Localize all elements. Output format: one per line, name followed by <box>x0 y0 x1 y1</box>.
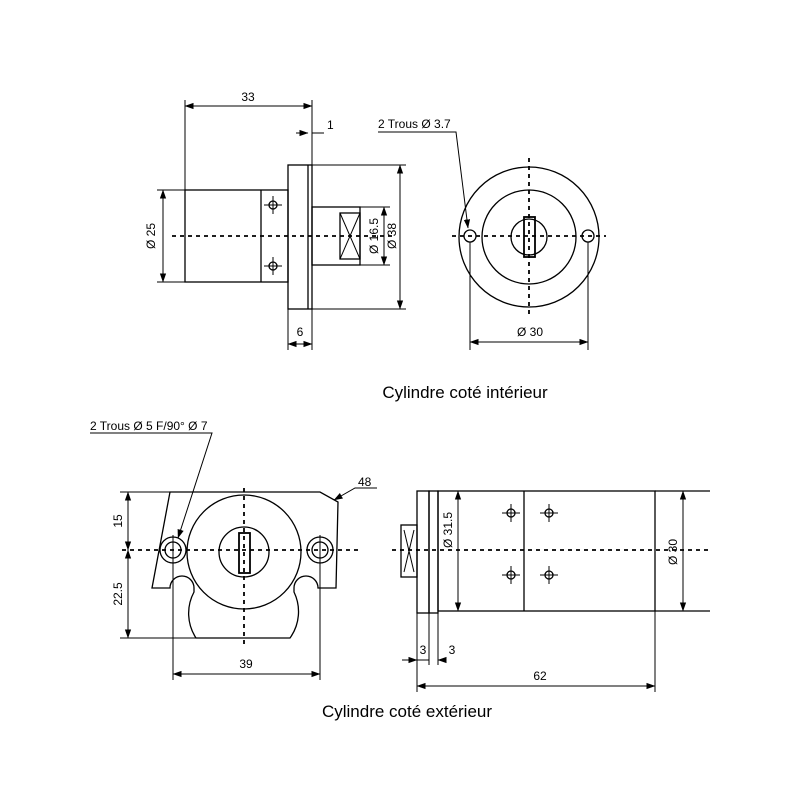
caption-exterior: Cylindre coté extérieur <box>322 702 492 721</box>
mounting-plate <box>151 491 339 639</box>
keyway <box>238 532 251 574</box>
holes-note-exterior: 2 Trous Ø 5 F/90° Ø 7 <box>90 419 208 433</box>
dim-flange-offset: 1 <box>327 118 334 132</box>
side-view-exterior: Ø 31.5 Ø 30 3 3 62 <box>392 490 710 692</box>
screw-icon <box>540 566 558 584</box>
dim-plate-width: 48 <box>358 475 372 489</box>
dim-body-diameter: Ø 30 <box>666 539 680 565</box>
dim-flange-thickness: 6 <box>297 325 304 339</box>
caption-interior: Cylindre coté intérieur <box>382 383 548 402</box>
front-view-interior: 2 Trous Ø 3.7 Ø 30 <box>378 117 606 350</box>
dim-upper-height: 15 <box>111 514 125 528</box>
holes-note-interior: 2 Trous Ø 3.7 <box>378 117 451 131</box>
front-view-exterior: 2 Trous Ø 5 F/90° Ø 7 48 15 22.5 39 <box>90 419 377 680</box>
dim-flange-diameter: Ø 38 <box>385 223 399 249</box>
dim-square-diameter: Ø 16.5 <box>367 218 381 254</box>
dim-hole-spacing-diameter: Ø 30 <box>517 325 543 339</box>
screw-icon <box>502 504 520 522</box>
dim-lower-height: 22.5 <box>111 582 125 606</box>
dim-body-diameter: Ø 25 <box>144 223 158 249</box>
side-view-interior: 33 1 Ø 25 Ø 16.5 Ø 38 6 <box>144 90 406 350</box>
cylinder-body <box>437 490 656 612</box>
dim-small-diameter: Ø 31.5 <box>441 512 455 548</box>
dim-hole-spacing: 39 <box>239 657 253 671</box>
screw-icon <box>264 257 282 275</box>
front-flange <box>416 490 430 614</box>
screw-icon <box>540 504 558 522</box>
dim-overall-length: 33 <box>241 90 255 104</box>
dim-flange-b: 3 <box>449 643 456 657</box>
dim-flange-a: 3 <box>420 643 427 657</box>
body-outline <box>481 189 577 285</box>
screw-icon <box>264 196 282 214</box>
screw-icon <box>502 566 520 584</box>
dim-overall-length: 62 <box>533 669 547 683</box>
